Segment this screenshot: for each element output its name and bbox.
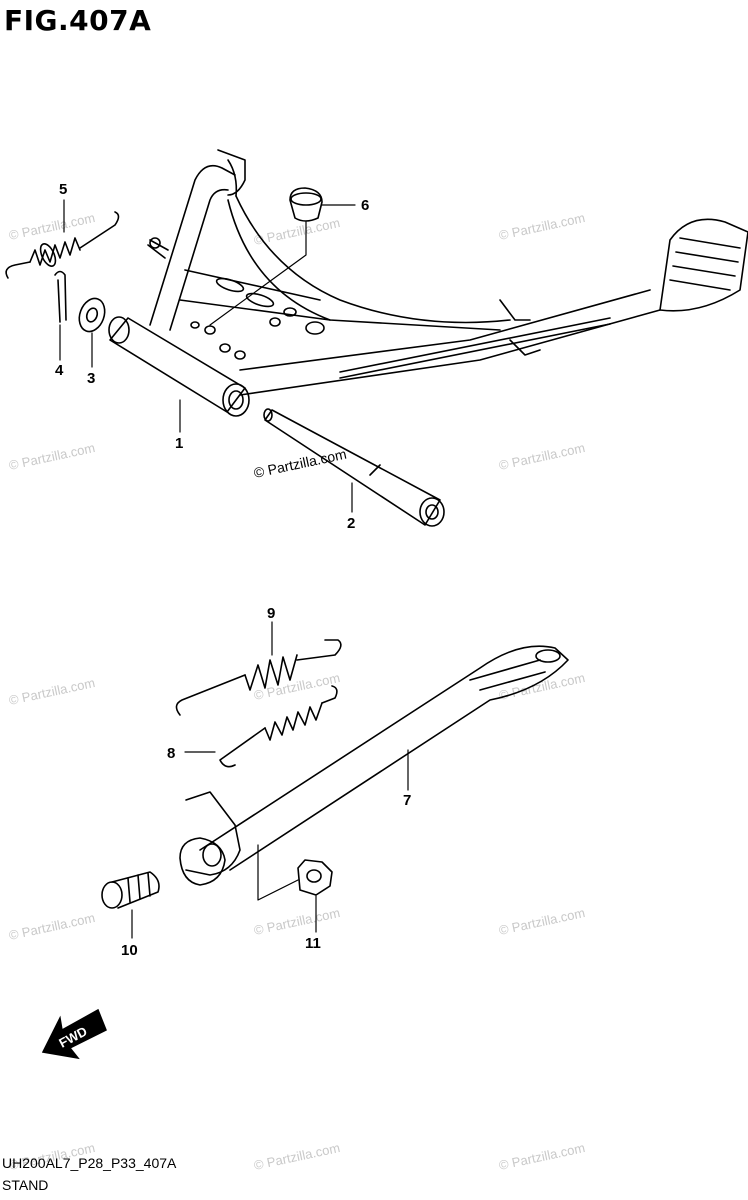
main-stand [108,149,748,417]
upper-spring [5,211,120,279]
callout-10: 10 [121,942,138,959]
callout-3: 3 [87,370,95,387]
watermark: © Partzilla.com [498,440,587,473]
callout-11: 11 [305,935,321,952]
watermark: © Partzilla.com [8,210,97,243]
watermark: © Partzilla.com [8,440,97,473]
figure-name: STAND [2,1177,49,1193]
callout-8: 8 [167,745,175,762]
side-stand [179,645,569,886]
callout-6: 6 [361,197,369,214]
watermark: © Partzilla.com [253,215,342,248]
callout-9: 9 [267,605,275,622]
figure-code: UH200AL7_P28_P33_407A [2,1155,177,1171]
callout-2: 2 [347,515,355,532]
watermark-pin: © Partzilla.com [252,446,348,481]
leader-lines [59,199,409,939]
side-spring [175,639,342,716]
figure-title: FIG.407A [4,4,152,37]
lock-nut [297,859,333,896]
watermark: © Partzilla.com [498,1140,587,1173]
rubber-stopper [289,187,323,222]
cotter-pin [54,270,67,323]
lower-spring [219,685,338,768]
watermark: © Partzilla.com [253,905,342,938]
callout-5: 5 [59,181,67,198]
callout-7: 7 [403,792,411,809]
watermark: © Partzilla.com [498,905,587,938]
callout-1: 1 [175,435,183,452]
watermark: © Partzilla.com [8,910,97,943]
fwd-arrow-icon: FWD [41,1008,107,1060]
pivot-bolt [101,871,160,909]
pivot-pin [263,408,445,527]
washer [78,297,106,333]
watermark: © Partzilla.com [8,675,97,708]
callouts: 1 2 3 4 5 6 7 8 9 10 11 [55,181,411,959]
watermark: © Partzilla.com [253,1140,342,1173]
watermark: © Partzilla.com [498,210,587,243]
watermark: © Partzilla.com [498,670,587,703]
callout-4: 4 [55,362,64,379]
